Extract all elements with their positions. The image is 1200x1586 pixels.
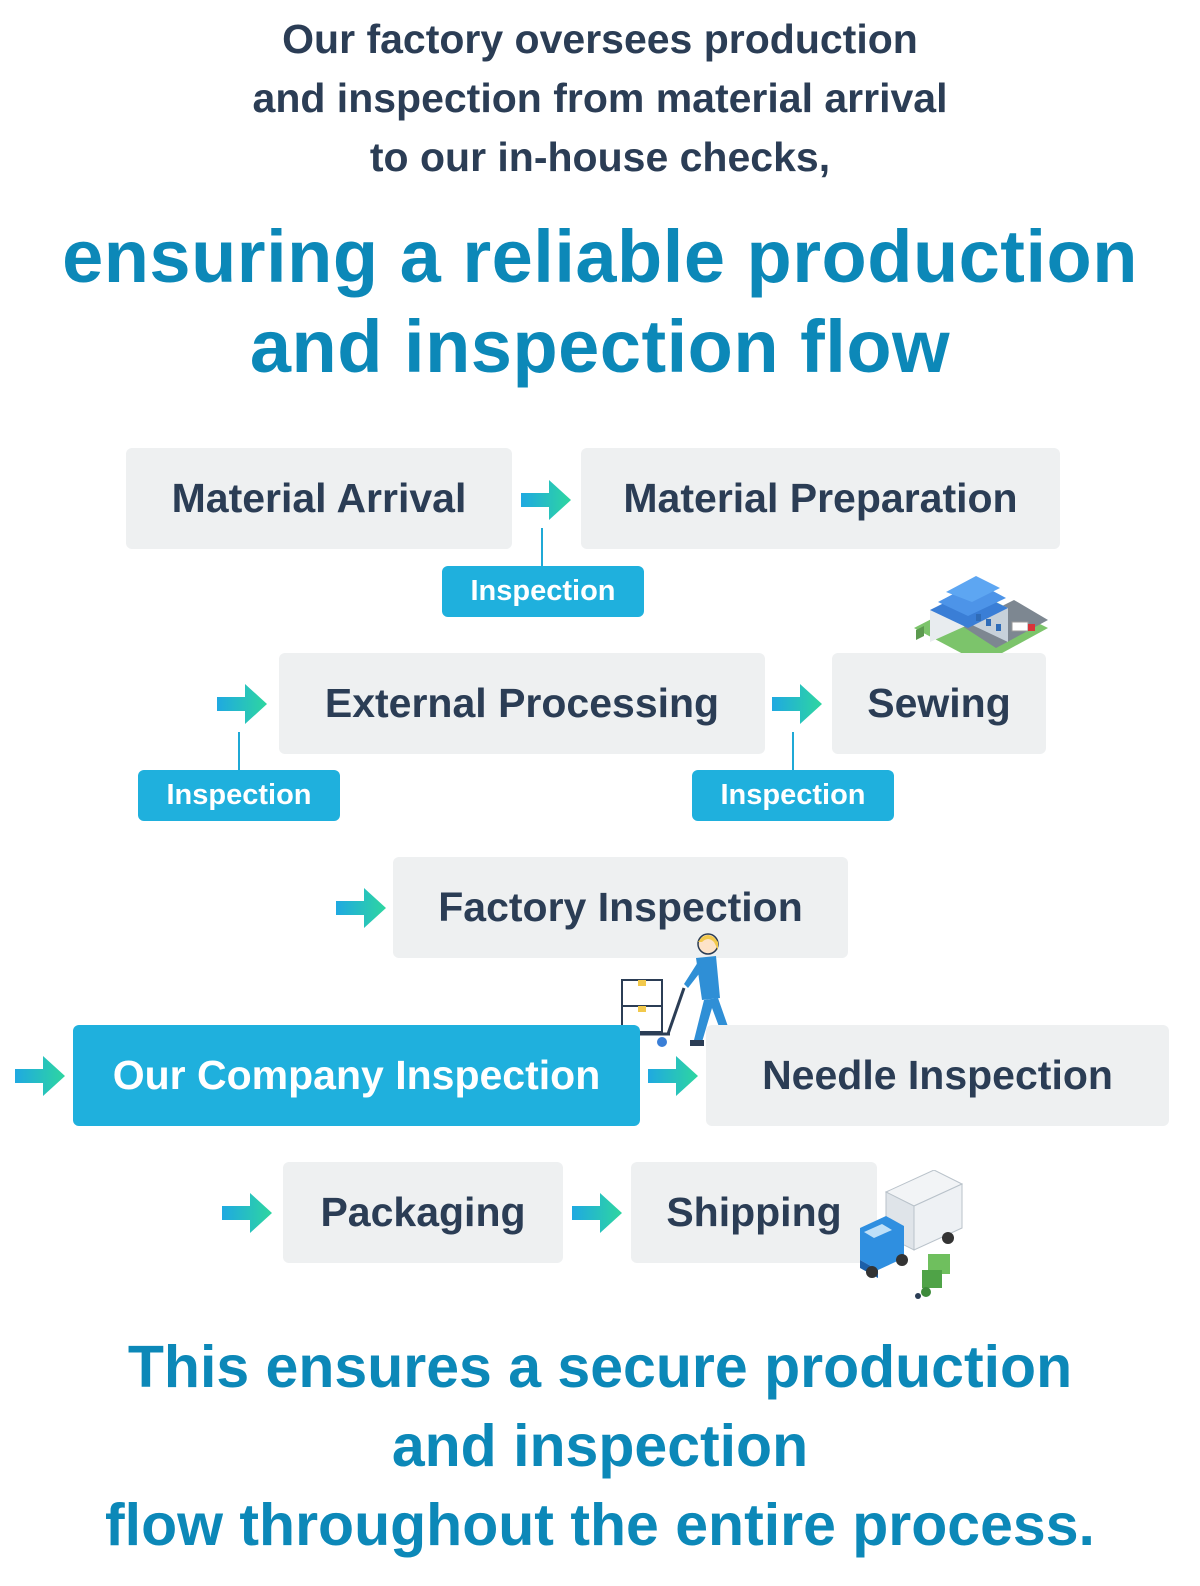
arrow-right-icon (572, 1193, 622, 1233)
step-shipping: Shipping (631, 1162, 877, 1263)
step-sewing: Sewing (832, 653, 1046, 754)
step-packaging: Packaging (283, 1162, 563, 1263)
closing-line-1: This ensures a secure production (127, 1334, 1073, 1400)
inspection-connector (238, 732, 240, 771)
step-material-preparation: Material Preparation (581, 448, 1060, 549)
headline-line-1: ensuring a reliable production (62, 215, 1138, 298)
arrow-right-icon (15, 1056, 65, 1096)
intro-line-3: to our in-house checks, (369, 134, 831, 180)
arrow-right-icon (521, 480, 571, 520)
step-our-company-inspection: Our Company Inspection (73, 1025, 640, 1126)
step-factory-inspection: Factory Inspection (393, 857, 848, 958)
factory-building-illustration (914, 576, 1048, 664)
headline-line-2: and inspection flow (249, 305, 951, 388)
inspection-connector (541, 528, 543, 567)
delivery-truck-illustration (860, 1170, 964, 1299)
closing-line-2: and inspection (391, 1413, 809, 1479)
headline: ensuring a reliable production and inspe… (0, 212, 1200, 392)
closing-line-3: flow throughout the entire process. (105, 1492, 1095, 1558)
intro-line-2: and inspection from material arrival (252, 75, 948, 121)
inspection-connector (792, 732, 794, 771)
arrow-right-icon (772, 684, 822, 724)
arrow-right-icon (648, 1056, 698, 1096)
step-external-processing: External Processing (279, 653, 765, 754)
step-needle-inspection: Needle Inspection (706, 1025, 1169, 1126)
step-material-arrival: Material Arrival (126, 448, 512, 549)
inspection-tag: Inspection (138, 770, 340, 821)
arrow-right-icon (336, 888, 386, 928)
intro-line-1: Our factory oversees production (282, 16, 918, 62)
closing-text: This ensures a secure production and ins… (0, 1328, 1200, 1565)
arrow-right-icon (222, 1193, 272, 1233)
intro-text: Our factory oversees production and insp… (0, 10, 1200, 187)
inspection-tag: Inspection (442, 566, 644, 617)
arrow-right-icon (217, 684, 267, 724)
inspection-tag: Inspection (692, 770, 894, 821)
